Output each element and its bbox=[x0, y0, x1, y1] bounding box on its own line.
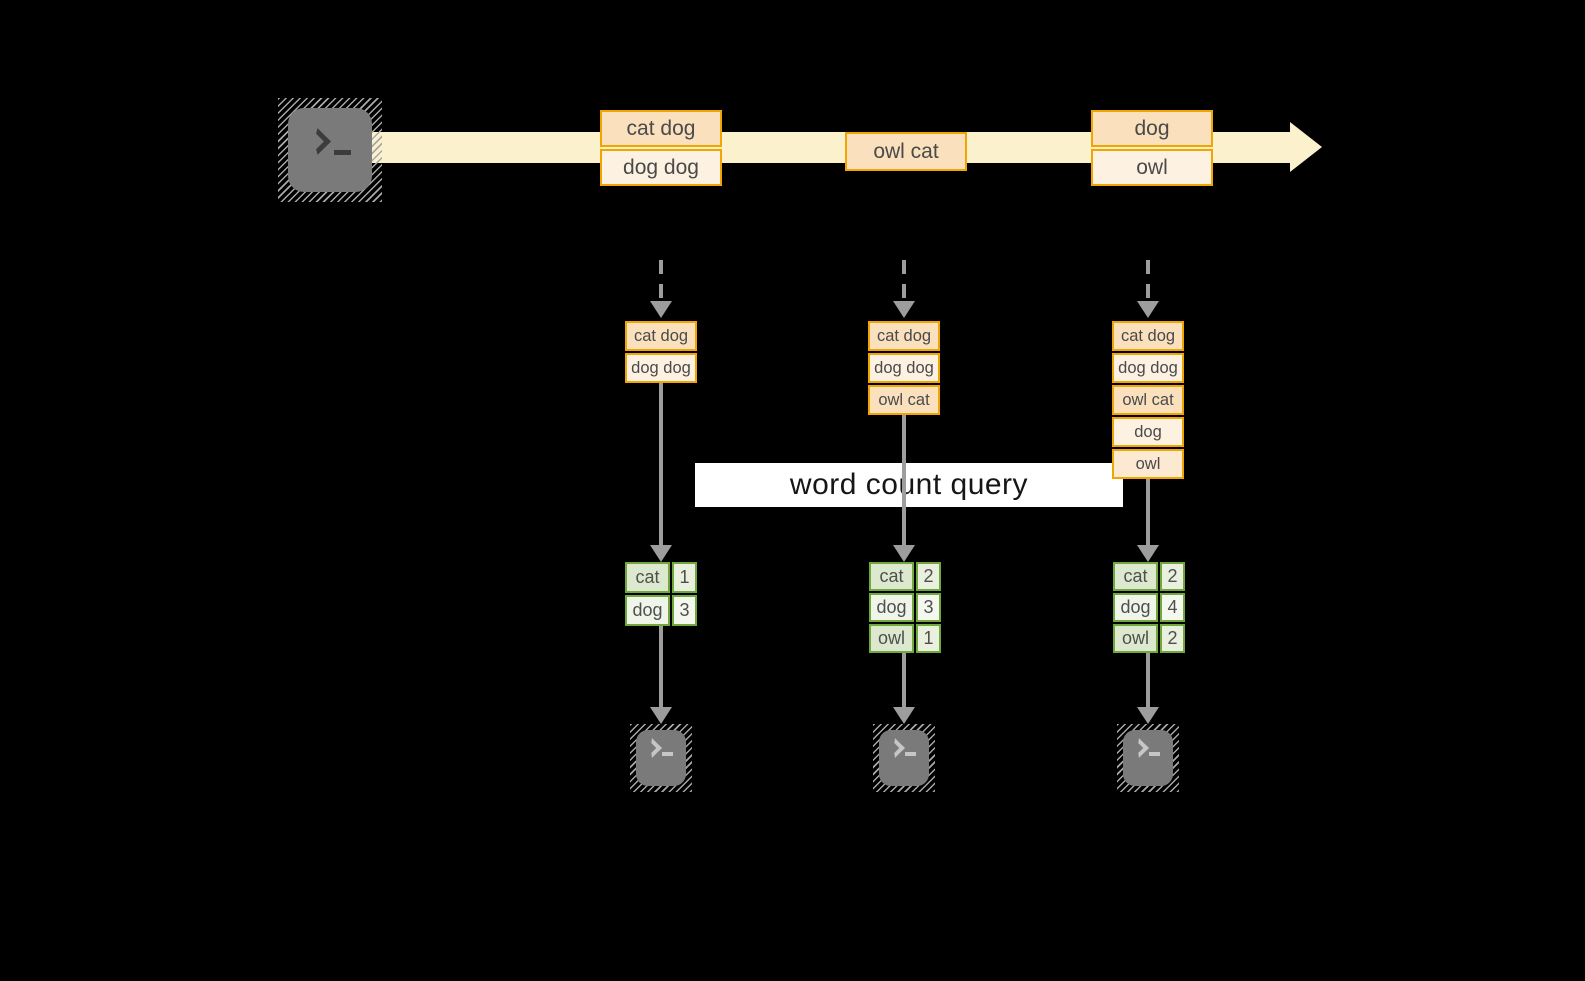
stack-item: owl cat bbox=[868, 385, 940, 415]
count-value-cell: 3 bbox=[916, 593, 941, 622]
count-value-cell: 2 bbox=[1160, 624, 1185, 653]
count-value-cell: 2 bbox=[916, 562, 941, 591]
terminal-icon bbox=[278, 98, 382, 202]
stream-batch-item: cat dog bbox=[600, 110, 722, 147]
count-value-cell: 1 bbox=[672, 562, 697, 593]
input-stack-1: cat dog dog dog bbox=[625, 321, 697, 383]
count-word-cell: owl bbox=[1113, 624, 1158, 653]
arrow-head-icon bbox=[1137, 707, 1159, 724]
stream-batch-2: owl cat bbox=[845, 132, 967, 171]
prompt-underscore-icon bbox=[662, 752, 673, 756]
stream-batch-item: owl bbox=[1091, 149, 1213, 186]
prompt-chevron-icon bbox=[642, 738, 662, 758]
dashed-arrow-line bbox=[1146, 260, 1150, 298]
arrow-head-icon bbox=[893, 545, 915, 562]
arrow-line bbox=[659, 383, 663, 545]
stream-batch-item: dog bbox=[1091, 110, 1213, 147]
count-table-2: cat 2 dog 3 owl 1 bbox=[869, 562, 941, 653]
terminal-body bbox=[288, 108, 372, 192]
arrow-line bbox=[1146, 479, 1150, 545]
terminal-icon bbox=[630, 724, 692, 792]
terminal-icon bbox=[873, 724, 935, 792]
prompt-underscore-icon bbox=[1149, 752, 1160, 756]
count-word-cell: owl bbox=[869, 624, 914, 653]
count-word-cell: dog bbox=[869, 593, 914, 622]
terminal-body bbox=[1123, 730, 1173, 786]
count-word-cell: cat bbox=[625, 562, 670, 593]
stack-item: cat dog bbox=[625, 321, 697, 351]
terminal-body bbox=[636, 730, 686, 786]
input-stack-2: cat dog dog dog owl cat bbox=[868, 321, 940, 415]
arrow-line bbox=[902, 653, 906, 707]
count-table-3: cat 2 dog 4 owl 2 bbox=[1113, 562, 1185, 653]
count-word-cell: cat bbox=[869, 562, 914, 591]
prompt-underscore-icon bbox=[334, 150, 351, 155]
query-label: word count query bbox=[789, 468, 1029, 501]
count-word-cell: dog bbox=[625, 595, 670, 626]
stack-item: dog bbox=[1112, 417, 1184, 447]
count-table-1: cat 1 dog 3 bbox=[625, 562, 697, 626]
count-value-cell: 4 bbox=[1160, 593, 1185, 622]
arrow-line bbox=[659, 626, 663, 707]
terminal-icon bbox=[1117, 724, 1179, 792]
stream-batch-item: dog dog bbox=[600, 149, 722, 186]
stream-batch-item: owl cat bbox=[845, 132, 967, 171]
arrow-line bbox=[902, 415, 906, 545]
stack-item: owl cat bbox=[1112, 385, 1184, 415]
stream-batch-1: cat dog dog dog bbox=[600, 110, 722, 186]
count-word-cell: dog bbox=[1113, 593, 1158, 622]
dashed-arrow-line bbox=[659, 260, 663, 298]
input-stack-3: cat dog dog dog owl cat dog owl bbox=[1112, 321, 1184, 479]
count-value-cell: 3 bbox=[672, 595, 697, 626]
prompt-chevron-icon bbox=[304, 128, 331, 155]
arrow-head-icon bbox=[893, 707, 915, 724]
arrow-head-icon bbox=[650, 707, 672, 724]
prompt-chevron-icon bbox=[1129, 738, 1149, 758]
dashed-arrow-head-icon bbox=[1137, 301, 1159, 318]
stack-item: cat dog bbox=[868, 321, 940, 351]
dashed-arrow-line bbox=[902, 260, 906, 298]
stack-item: dog dog bbox=[625, 353, 697, 383]
stack-item: owl bbox=[1112, 449, 1184, 479]
stream-arrowhead-icon bbox=[1290, 122, 1322, 172]
prompt-chevron-icon bbox=[885, 738, 905, 758]
stream-batch-3: dog owl bbox=[1091, 110, 1213, 186]
stack-item: dog dog bbox=[868, 353, 940, 383]
dashed-arrow-head-icon bbox=[650, 301, 672, 318]
count-word-cell: cat bbox=[1113, 562, 1158, 591]
query-label-band: word count query bbox=[695, 463, 1123, 507]
arrow-line bbox=[1146, 653, 1150, 707]
terminal-body bbox=[879, 730, 929, 786]
prompt-underscore-icon bbox=[905, 752, 916, 756]
count-value-cell: 1 bbox=[916, 624, 941, 653]
dashed-arrow-head-icon bbox=[893, 301, 915, 318]
stack-item: dog dog bbox=[1112, 353, 1184, 383]
stack-item: cat dog bbox=[1112, 321, 1184, 351]
arrow-head-icon bbox=[650, 545, 672, 562]
count-value-cell: 2 bbox=[1160, 562, 1185, 591]
arrow-head-icon bbox=[1137, 545, 1159, 562]
